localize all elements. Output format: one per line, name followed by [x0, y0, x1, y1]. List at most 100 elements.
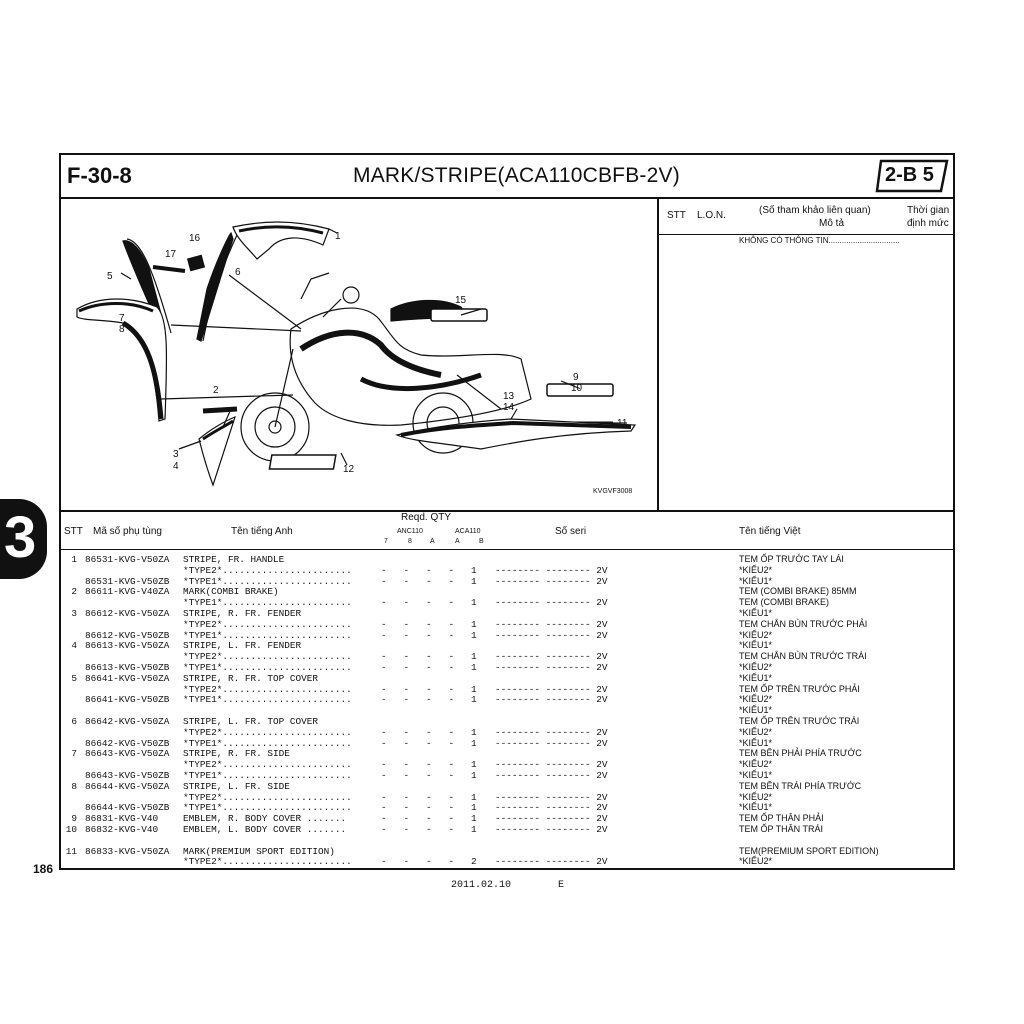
callout-3: 3: [173, 449, 179, 460]
vietnamese-name: *KIỂU1*: [739, 770, 773, 780]
part-description: STRIPE, R. FR. SIDE: [183, 748, 290, 760]
serial-range: -------- -------- 2V: [495, 564, 608, 576]
part-number: 86612-KVG-V50ZB: [85, 629, 170, 641]
page-number: 186: [33, 862, 54, 876]
quantity: - - - - 1: [381, 662, 477, 673]
col-sub-a1: A: [430, 538, 435, 545]
part-description: *TYPE2*.......................: [183, 791, 352, 803]
figure-code: F-30-8: [67, 163, 132, 188]
row-number: 5: [71, 672, 77, 684]
part-description: *TYPE2*.......................: [183, 726, 352, 738]
serial-range: -------- -------- 2V: [495, 651, 608, 663]
table-row: *TYPE2*.......................- - - - 1-…: [61, 727, 953, 738]
part-number: 86613-KVG-V50ZB: [85, 662, 170, 673]
publish-date: 2011.02.10: [451, 880, 512, 891]
lon-panel: STT L.O.N. (Số tham khảo liên quan) Mô t…: [659, 199, 953, 510]
table-row: *TYPE2*.......................- - - - 1-…: [61, 651, 953, 662]
quantity: - - - - 1: [381, 694, 477, 706]
part-description: *TYPE2*.......................: [183, 759, 352, 771]
vietnamese-name: *KIỂU1*: [739, 608, 773, 618]
part-number: 86641-KVG-V50ZA: [85, 672, 170, 684]
part-description: STRIPE, R. FR. TOP COVER: [183, 672, 319, 684]
parts-catalog-page: F-30-8 MARK/STRIPE(ACA110CBFB-2V) 2-B 5: [59, 153, 955, 870]
section-badge: 2-B 5: [875, 159, 951, 193]
part-description: MARK(COMBI BRAKE): [183, 586, 279, 598]
vietnamese-name: *KIỂU1*: [739, 575, 773, 586]
part-number: 86611-KVG-V40ZA: [85, 586, 170, 598]
serial-range: -------- -------- 2V: [495, 597, 608, 609]
col-sub-7: 7: [384, 538, 388, 545]
table-row: 86613-KVG-V50ZB *TYPE1*..................…: [61, 662, 953, 673]
row-number: 10: [65, 824, 77, 835]
quantity: - - - - 1: [381, 597, 477, 609]
vietnamese-name: TEM ỐP TRÊN TRƯỚC PHẢI: [739, 683, 860, 694]
col-name-en: Tên tiếng Anh: [231, 526, 293, 537]
row-number: 3: [71, 608, 77, 619]
table-row: *TYPE2*....................... - - - - 1 -…: [61, 759, 953, 770]
vietnamese-name: *KIỂU1*: [739, 705, 773, 716]
callout-8: 8: [119, 324, 125, 335]
part-description: *TYPE1*.......................: [183, 802, 352, 814]
serial-range: -------- -------- 2V: [495, 575, 608, 587]
col-name-vn: Tên tiếng Việt: [739, 526, 801, 537]
part-description: *TYPE1*.......................: [183, 575, 352, 587]
section-code: 2-B 5: [885, 164, 934, 186]
part-number: 86612-KVG-V50ZA: [85, 608, 170, 619]
row-number: 9: [71, 813, 77, 825]
part-number: 86833-KVG-V50ZA: [85, 845, 170, 857]
part-description: STRIPE, L. FR. SIDE: [183, 780, 290, 792]
lon-col-desc: Mô tả: [819, 218, 845, 229]
serial-range: -------- -------- 2V: [495, 824, 608, 835]
callout-12: 12: [343, 464, 355, 475]
vietnamese-name: *KIỂU2*: [739, 662, 773, 672]
callout-2: 2: [213, 385, 219, 396]
table-row: 86612-KVG-V50ZB*TYPE1*..................…: [61, 630, 953, 641]
serial-range: -------- -------- 2V: [495, 662, 608, 673]
serial-range: -------- -------- 2V: [495, 759, 608, 771]
table-row: 86643-KVG-V50ZB*TYPE1*..................…: [61, 770, 953, 781]
serial-range: -------- -------- 2V: [495, 802, 608, 814]
quantity: - - - - 1: [381, 770, 477, 781]
vietnamese-name: *KIỂU1*: [739, 640, 773, 651]
callout-11: 11: [617, 418, 628, 429]
vietnamese-name: *KIỂU2*: [739, 694, 773, 705]
serial-range: -------- -------- 2V: [495, 856, 608, 868]
part-description: *TYPE2*.......................: [183, 651, 352, 663]
scooter-decal-diagram: HONDA AIR BLADE: [76, 221, 637, 487]
quantity: - - - - 1: [381, 759, 477, 771]
quantity: - - - - 2: [381, 856, 477, 868]
serial-range: -------- -------- 2V: [495, 726, 608, 738]
callout-7: 7: [119, 313, 125, 324]
part-description: *TYPE1*.......................: [183, 662, 352, 673]
row-number: 6: [71, 716, 77, 727]
vietnamese-name: TEM ỐP THÂN PHẢI: [739, 813, 824, 824]
part-number: 86613-KVG-V50ZA: [85, 640, 170, 652]
row-number: 11: [65, 845, 77, 857]
part-description: EMBLEM, R. BODY COVER .......: [183, 813, 347, 825]
lon-col-lon: L.O.N.: [697, 210, 726, 221]
vietnamese-name: TEM (COMBI BRAKE): [739, 597, 830, 608]
quantity: - - - - 1: [381, 564, 477, 576]
col-sub-b: B: [479, 538, 484, 545]
vietnamese-name: TEM ỐP THÂN TRÁI: [739, 824, 824, 834]
vietnamese-name: *KIỂU2*: [739, 759, 773, 770]
callout-5: 5: [107, 271, 113, 282]
serial-range: -------- -------- 2V: [495, 618, 608, 630]
table-row: *KIỂU1*: [61, 705, 953, 716]
col-part-no: Mã số phụ tùng: [93, 526, 162, 537]
lon-col-ref: (Số tham khảo liên quan): [759, 205, 871, 216]
part-description: STRIPE, L. FR. TOP COVER: [183, 716, 319, 727]
col-stt: STT: [64, 526, 83, 537]
part-description: STRIPE, L. FR. FENDER: [183, 640, 302, 652]
part-description: EMBLEM, L. BODY COVER .......: [183, 824, 347, 835]
lon-empty-text: KHÔNG CÓ THÔNG TIN......................…: [739, 236, 900, 245]
part-number: 86831-KVG-V40: [85, 813, 159, 825]
part-number: 86643-KVG-V50ZB: [85, 770, 170, 781]
